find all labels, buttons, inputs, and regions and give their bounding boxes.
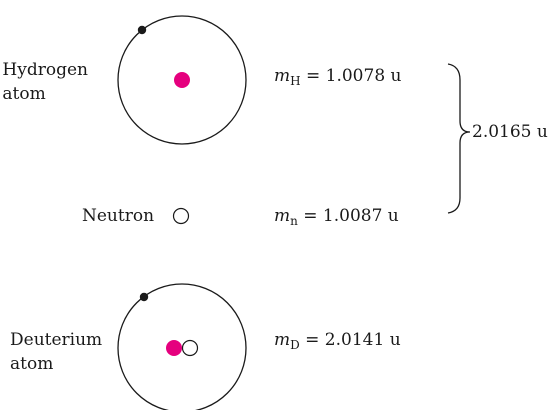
neutron-particle	[174, 209, 189, 224]
hydrogen-label-line2: atom	[2, 82, 88, 106]
neutron-mass-symbol: m	[274, 206, 290, 226]
sum-mass-value: 2.0165 u	[472, 120, 548, 144]
hydrogen-proton	[174, 72, 190, 88]
neutron-label: Neutron	[82, 204, 154, 228]
hydrogen-mass-subscript: H	[290, 74, 300, 88]
sum-brace	[448, 64, 470, 213]
deuterium-electron	[140, 293, 148, 301]
neutron-mass-subscript: n	[290, 214, 298, 228]
deuterium-mass-equation: mD = 2.0141 u	[274, 328, 401, 352]
deuterium-label-line2: atom	[10, 352, 102, 376]
hydrogen-atom-label: Hydrogen atom	[2, 58, 88, 106]
deuterium-neutron	[183, 341, 198, 356]
deuterium-label-line1: Deuterium	[10, 328, 102, 352]
deuterium-atom-label: Deuterium atom	[10, 328, 102, 376]
hydrogen-electron	[138, 26, 146, 34]
neutron-mass-value: = 1.0087 u	[303, 206, 398, 226]
hydrogen-mass-symbol: m	[274, 66, 290, 86]
hydrogen-label-line1: Hydrogen	[2, 58, 88, 82]
deuterium-mass-subscript: D	[290, 338, 300, 352]
hydrogen-mass-equation: mH = 1.0078 u	[274, 64, 401, 88]
deuterium-mass-symbol: m	[274, 330, 290, 350]
deuterium-mass-value: = 2.0141 u	[305, 330, 400, 350]
neutron-mass-equation: mn = 1.0087 u	[274, 204, 399, 228]
hydrogen-mass-value: = 1.0078 u	[306, 66, 401, 86]
deuterium-proton	[166, 340, 182, 356]
